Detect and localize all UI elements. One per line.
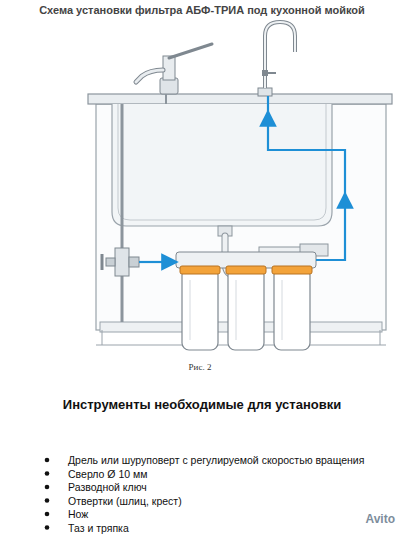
sink-basin — [112, 104, 332, 226]
list-bullet — [45, 525, 50, 530]
list-bullet — [45, 485, 50, 490]
section-heading: Инструменты необходимые для установки — [63, 397, 341, 412]
tool-list-item: Отвертки (шлиц, крест) — [68, 495, 182, 507]
filter-faucet — [258, 22, 295, 96]
figure-caption: Рис. 2 — [189, 362, 212, 372]
filtered-water-line — [139, 96, 345, 262]
supply-pipe — [102, 94, 166, 322]
list-bullet — [45, 458, 50, 463]
tool-list-item: Разводной ключ — [68, 481, 147, 493]
list-bullet — [45, 512, 50, 517]
list-bullet — [45, 498, 50, 503]
kitchen-mixer — [136, 44, 212, 94]
watermark: Avito — [365, 512, 395, 526]
tool-list-item: Сверло Ø 10 мм — [68, 468, 147, 480]
diagram-title: Схема установки фильтра АБФ-ТРИА под кух… — [39, 4, 365, 16]
tee-valve — [115, 248, 129, 276]
countertop — [88, 94, 392, 104]
tool-list-item: Нож — [68, 508, 88, 520]
list-bullet — [45, 471, 50, 476]
tool-list-item: Таз и тряпка — [68, 522, 129, 534]
tool-list-item: Дрель или шуруповерт с регулируемой скор… — [68, 454, 364, 466]
filter-abf-tria — [176, 252, 316, 350]
